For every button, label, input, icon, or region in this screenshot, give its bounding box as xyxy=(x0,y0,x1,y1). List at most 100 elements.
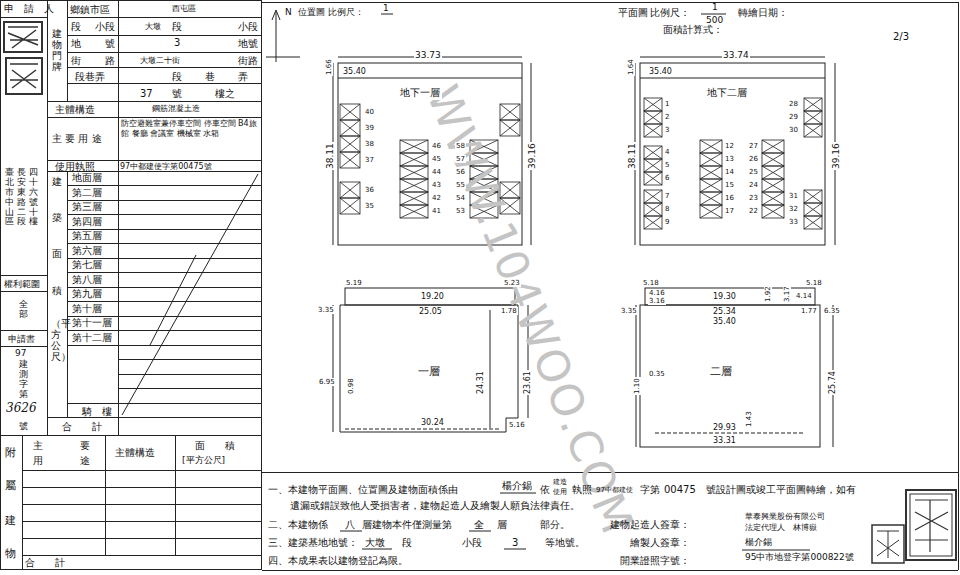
table-text: 主體構造 xyxy=(115,447,155,459)
stall-cross xyxy=(400,166,428,179)
table-text: 全部 xyxy=(19,300,28,320)
table-text: 地 xyxy=(71,38,81,50)
stall-cross xyxy=(400,179,428,192)
drawing-line xyxy=(47,101,262,102)
dimension-label: 33.31 xyxy=(712,436,737,445)
table-text: 街路 xyxy=(238,55,258,67)
parking-stall xyxy=(762,140,784,153)
stall-cross xyxy=(470,192,498,205)
stall-number: 16 xyxy=(724,194,735,202)
parking-stall xyxy=(700,166,722,179)
stall-number: 36 xyxy=(364,186,375,194)
note-text: 段 xyxy=(402,537,412,549)
table-text: 段 xyxy=(172,21,182,33)
stall-cross xyxy=(762,166,784,179)
stall-cross xyxy=(804,203,822,216)
stall-number: 12 xyxy=(724,142,735,150)
parking-stall xyxy=(340,120,360,136)
parking-stall xyxy=(644,146,662,159)
stall-number: 13 xyxy=(724,155,735,163)
stall-cross xyxy=(644,172,662,185)
drawing-line xyxy=(67,287,262,288)
dimension-label: 1.78 xyxy=(500,307,518,315)
stall-cross xyxy=(700,153,722,166)
dimension-label: 29.93 xyxy=(712,423,737,432)
stall-number: 32 xyxy=(788,205,799,213)
drawing-line xyxy=(47,117,262,118)
stall-number: 28 xyxy=(788,100,799,108)
stall-cross xyxy=(644,159,662,172)
stall-cross xyxy=(500,120,520,136)
note-text: 楊介錫 xyxy=(745,537,772,547)
note-text: 3 xyxy=(512,537,518,549)
parking-stall xyxy=(762,192,784,205)
table-text: 權利範圍 xyxy=(4,279,40,289)
drawing-line xyxy=(10,64,38,88)
floor-plan: 地下一層 xyxy=(398,86,442,100)
drawing-line xyxy=(1,1,262,570)
dimension-label: 1.92 xyxy=(764,285,772,303)
dimension-label: 25.05 xyxy=(418,307,443,316)
dimension-label: 19.20 xyxy=(420,292,445,301)
table-text: 號 xyxy=(19,421,28,431)
dimension-label: 1.66 xyxy=(325,58,333,76)
stall-cross xyxy=(804,190,822,203)
stall-cross xyxy=(340,152,360,168)
drawing-line xyxy=(701,14,726,15)
table-text: 屬 xyxy=(5,480,16,493)
parking-stall xyxy=(400,140,428,153)
dimension-label: 35.40 xyxy=(648,67,673,76)
drawing-line xyxy=(262,472,958,473)
drawing-line xyxy=(67,171,68,418)
table-text: 申請書 xyxy=(8,334,35,344)
dimension-label: 19.30 xyxy=(712,292,737,301)
stall-cross xyxy=(340,182,360,198)
stall-cross xyxy=(470,166,498,179)
drawing-line xyxy=(67,258,262,259)
drawing-line xyxy=(345,288,515,305)
map-text: 2/3 xyxy=(893,31,909,43)
stall-number: 8 xyxy=(664,205,670,213)
stall-cross xyxy=(804,111,822,124)
table-text: 第十二層 xyxy=(72,332,112,344)
table-text: 地號 xyxy=(238,38,258,50)
stall-number: 57 xyxy=(455,155,466,163)
drawing-line xyxy=(362,549,392,550)
note-text: 開業證照字號： xyxy=(620,555,690,567)
note-text: 使用 xyxy=(553,488,567,496)
parking-stall xyxy=(644,216,662,229)
note-text: 依 xyxy=(540,484,550,496)
drawing-line xyxy=(272,10,280,20)
drawing-line xyxy=(8,27,38,48)
stall-cross xyxy=(400,192,428,205)
parking-stall xyxy=(644,111,662,124)
table-text: 巷 xyxy=(205,71,215,83)
stall-cross xyxy=(700,166,722,179)
drawing-line xyxy=(877,531,899,558)
dimension-label: 3.17 xyxy=(783,285,791,303)
dimension-label: 25.34 xyxy=(712,307,737,316)
table-text: 物 xyxy=(5,548,16,561)
stall-cross xyxy=(644,146,662,159)
drawing-line xyxy=(67,243,262,244)
stall-number: 7 xyxy=(664,192,670,200)
stall-number: 41 xyxy=(431,207,442,215)
table-text: 騎 樓 xyxy=(82,406,112,418)
map-text: 面積計算式： xyxy=(663,24,723,36)
stall-cross xyxy=(644,146,662,159)
note-text: 法定代理人 xyxy=(745,523,785,532)
stall-cross xyxy=(762,179,784,192)
stall-number: 1 xyxy=(664,100,670,108)
table-text: 申 請 人 xyxy=(4,3,54,15)
table-text: 第十一層 xyxy=(72,317,112,329)
drawing-line xyxy=(490,310,491,428)
stall-number: 44 xyxy=(431,168,442,176)
note-text: 三、建築基地地號： xyxy=(268,537,358,549)
table-text: 面 積 xyxy=(195,440,235,452)
drawing-line xyxy=(345,429,500,430)
note-text: 建造 xyxy=(553,478,567,486)
drawing-line xyxy=(640,63,825,245)
floor-plan: 一層 xyxy=(416,365,442,380)
table-text: 建測字第 xyxy=(19,360,28,400)
table-text: 小段 xyxy=(238,21,258,33)
